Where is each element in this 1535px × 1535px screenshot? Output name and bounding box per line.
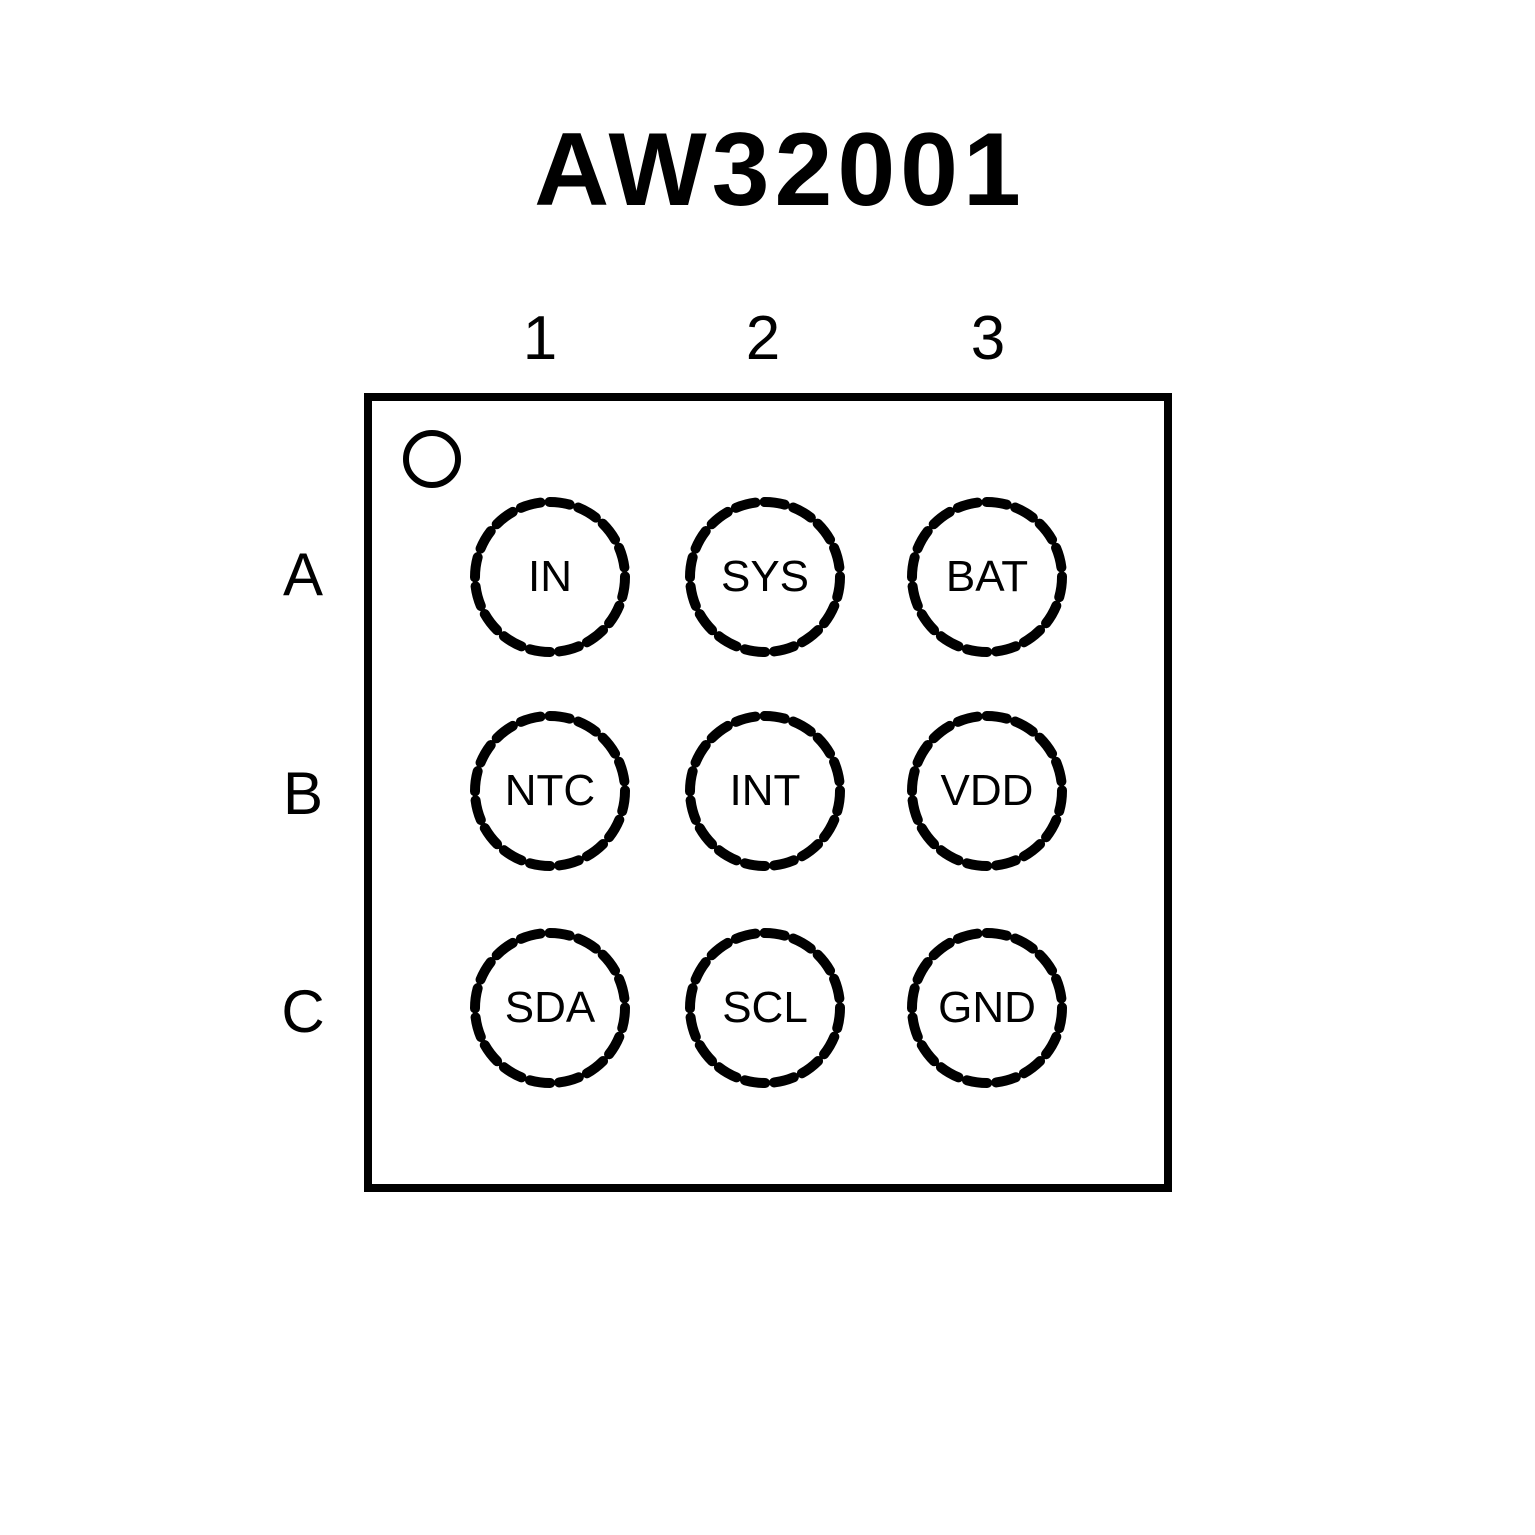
pin-b3: VDD bbox=[907, 711, 1067, 871]
row-label-c: C bbox=[281, 978, 325, 1045]
dashed-ball-icon bbox=[907, 711, 1067, 871]
pin-b2-label: INT bbox=[729, 766, 801, 815]
pin-c3: GND bbox=[907, 928, 1067, 1088]
column-label-2: 2 bbox=[745, 304, 781, 373]
pin-a3-label: BAT bbox=[945, 552, 1029, 601]
dashed-ball-icon bbox=[685, 497, 845, 657]
pin-a1: IN bbox=[470, 497, 630, 657]
pin-c2: SCL bbox=[685, 928, 845, 1088]
pin-b1: NTC bbox=[470, 711, 630, 871]
dashed-ball-icon bbox=[470, 497, 630, 657]
pin-a2-label: SYS bbox=[720, 552, 810, 601]
pin-a1-label: IN bbox=[528, 552, 572, 601]
dashed-ball-icon bbox=[685, 928, 845, 1088]
chip-title: AW32001 bbox=[534, 112, 1026, 228]
pin-a2: SYS bbox=[685, 497, 845, 657]
dashed-ball-icon bbox=[470, 711, 630, 871]
column-label-3: 3 bbox=[970, 304, 1006, 373]
pin-b2: INT bbox=[685, 711, 845, 871]
pin-c1-label: SDA bbox=[504, 983, 596, 1032]
column-label-1: 1 bbox=[522, 304, 558, 373]
pin-b1-label: NTC bbox=[504, 766, 596, 815]
row-label-b: B bbox=[282, 760, 324, 827]
pin-c2-label: SCL bbox=[722, 983, 808, 1032]
dashed-ball-icon bbox=[470, 928, 630, 1088]
dashed-ball-icon bbox=[685, 711, 845, 871]
pin1-marker-icon bbox=[403, 430, 461, 488]
row-label-a: A bbox=[282, 541, 324, 608]
pin-b3-label: VDD bbox=[940, 766, 1034, 815]
pin-c1: SDA bbox=[470, 928, 630, 1088]
dashed-ball-icon bbox=[907, 497, 1067, 657]
dashed-ball-icon bbox=[907, 928, 1067, 1088]
pin-c3-label: GND bbox=[938, 983, 1036, 1032]
pin-a3: BAT bbox=[907, 497, 1067, 657]
